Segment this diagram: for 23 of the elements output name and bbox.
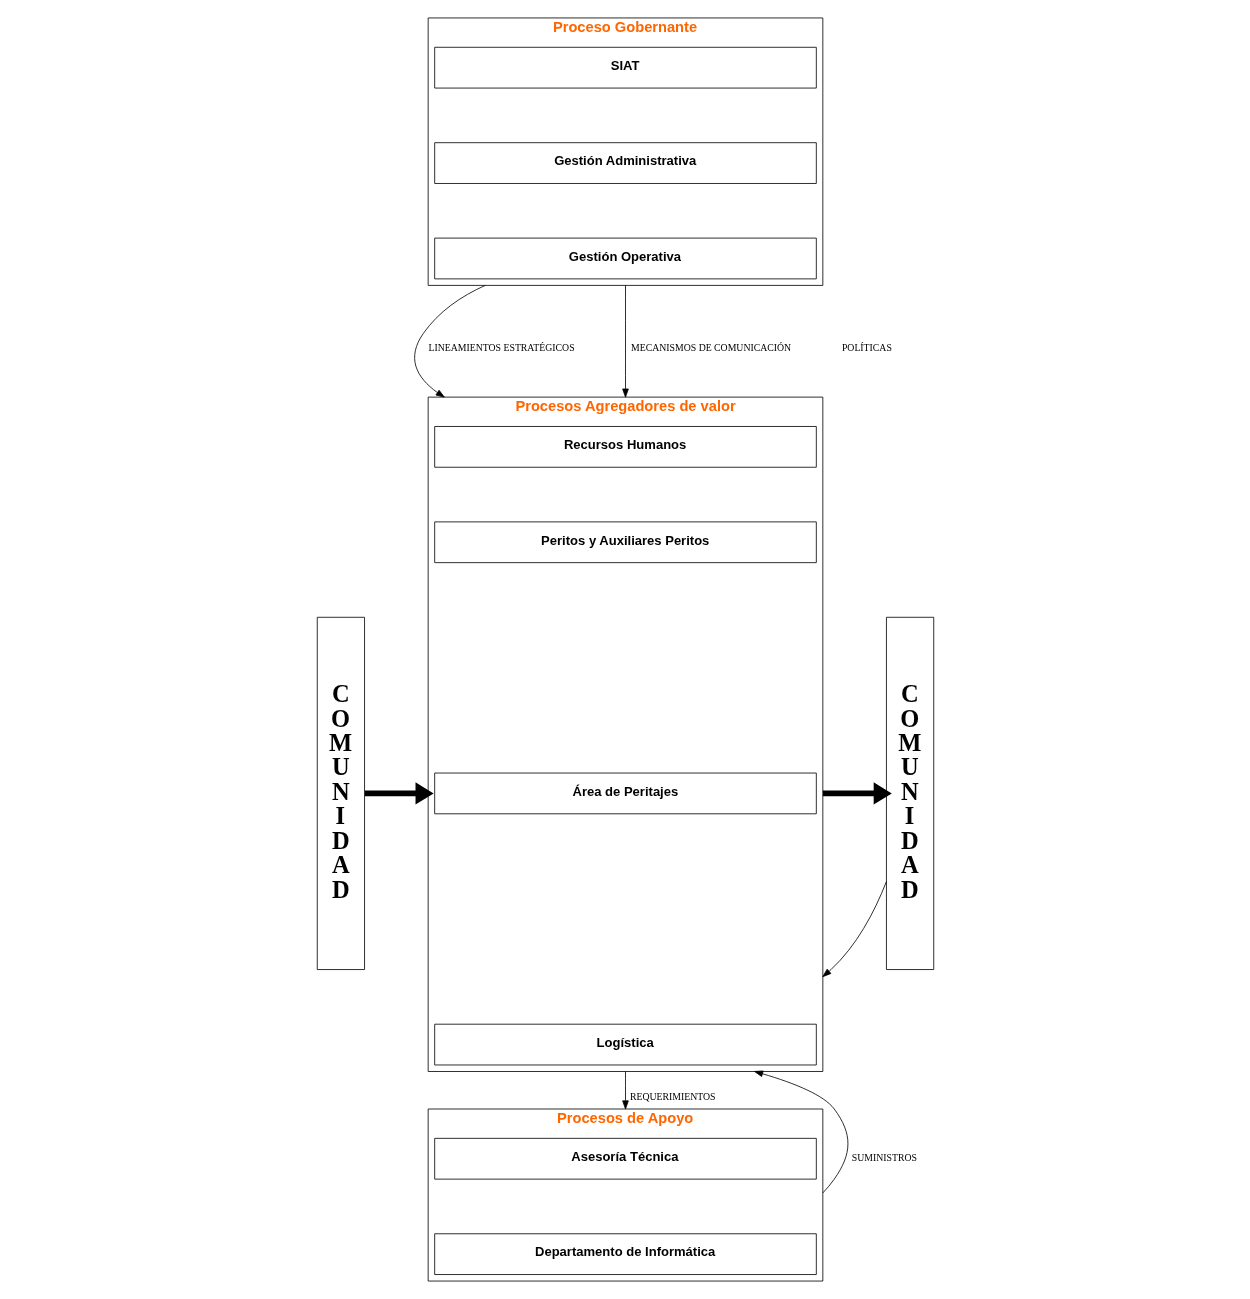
- edge-label: MECANISMOS DE COMUNICACIÓN: [630, 341, 791, 353]
- arrow: [821, 881, 887, 978]
- node-box: Asesoría Técnica: [433, 1137, 817, 1180]
- edge-label: REQUERIMIENTOS: [629, 1090, 716, 1102]
- arrow: [621, 285, 629, 398]
- node-box: Área de Peritajes: [433, 772, 817, 815]
- edge-label: SUMINISTROS: [851, 1152, 917, 1164]
- node-box: Peritos y Auxiliares Peritos: [433, 521, 817, 564]
- label: POLÍTICAS: [841, 341, 892, 353]
- node-box: Departamento de Informática: [433, 1233, 817, 1275]
- node-box: Gestión Administrativa: [433, 142, 817, 184]
- node-box: Logística: [433, 1023, 817, 1066]
- arrow: [753, 1070, 848, 1194]
- node-box: Gestión Operativa: [433, 237, 817, 280]
- node-box: Recursos Humanos: [433, 426, 817, 468]
- arrow: [822, 782, 892, 805]
- arrow: [413, 285, 486, 398]
- arrow: [364, 782, 434, 805]
- arrow: [621, 1071, 629, 1110]
- node-box: COMUNIDAD: [316, 616, 365, 970]
- node-box: COMUNIDAD: [885, 616, 934, 970]
- node-box: SIAT: [433, 46, 817, 89]
- edge-label: LINEAMIENTOS ESTRATÉGICOS: [428, 341, 575, 353]
